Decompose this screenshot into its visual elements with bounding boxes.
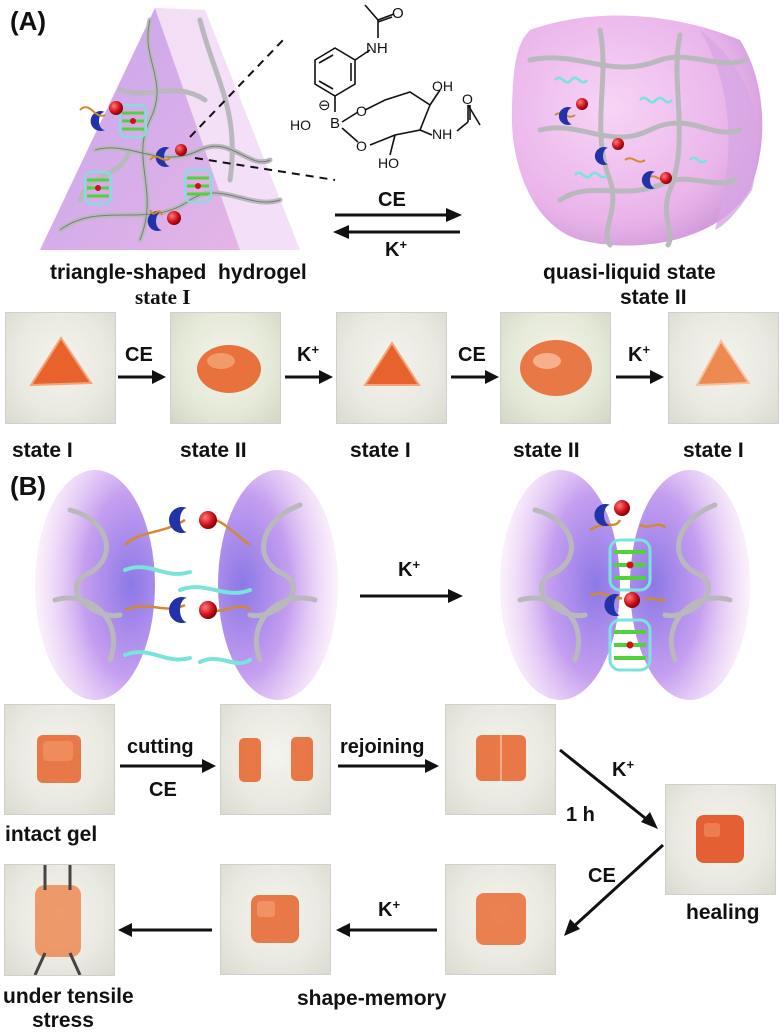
state-caption-5: state I [683,439,744,462]
photo-state-1c [668,312,779,424]
photo-arrow-4-text: K [628,344,643,366]
state-caption-2: state II [180,439,247,462]
left-caption-line1: triangle-shaped hydrogel [50,261,307,284]
chem-ring-o1: O [356,103,367,119]
chem-boron-charge: ⊖ [318,97,331,114]
chem-ring-o2: O [356,138,367,154]
panel-b-letter: (B) [10,471,47,501]
chem-boron: B [330,115,341,132]
shape-memory-caption: shape-memory [297,987,447,1010]
rejoining-label: rejoining [340,736,425,758]
time-label: 1 h [566,804,595,826]
chem-nh-right: NH [432,126,453,142]
photo-state-1a [5,312,116,424]
healing-caption: healing [686,901,760,924]
k-healing-label: K+ [612,756,635,781]
cutting-label: cutting [127,736,194,758]
photo-rejoined-gel [445,704,556,815]
panel-a-letter: (A) [10,6,47,36]
photo-state-1b [336,312,447,424]
photo-intact-gel [4,704,115,815]
photo-state-2a [170,312,281,424]
k-shape-memory-charge: + [392,896,401,912]
panel-b-reagent-text: K [398,559,413,581]
ce-shape-label: CE [588,865,616,887]
chem-ho-left: HO [290,117,311,133]
photo-state-2b [500,312,611,424]
panel-b-reagent-charge: + [412,556,421,572]
intact-gel-caption: intact gel [5,823,98,846]
photo-shape-memory-gel [220,864,331,975]
state-caption-4: state II [513,439,580,462]
state-caption-3: state I [350,439,411,462]
chem-oh-bottom: HO [378,155,399,171]
chem-carbonyl-o2: O [462,91,473,107]
reverse-reagent-label: K+ [385,236,408,261]
chem-nh-top: NH [366,40,388,57]
photo-arrow-2-charge: + [311,341,320,357]
chem-oh-top: OH [432,78,453,94]
photo-ce-gel [445,864,556,975]
forward-reagent-label: CE [378,189,406,211]
state-caption-1: state I [12,439,73,462]
tensile-caption-line2: stress [32,1009,94,1032]
k-healing-text: K [612,759,627,781]
photo-healed-gel [665,784,776,895]
reverse-reagent-text: K [385,239,400,261]
cutting-reagent-label: CE [149,779,177,801]
tensile-caption-line1: under tensile [3,985,134,1008]
photo-arrow-2-text: K [297,344,312,366]
photo-cut-gel [220,704,331,815]
k-healing-charge: + [626,756,635,772]
photo-tensile-gel [4,864,115,976]
right-caption-line2: state II [620,286,687,309]
k-shape-memory-label: K+ [378,896,401,921]
k-shape-memory-text: K [378,899,393,921]
left-caption-line2: state I [135,287,190,308]
photo-arrow-2-label: K+ [297,341,320,366]
panel-b-reagent-label: K+ [398,556,421,581]
photo-arrow-4-label: K+ [628,341,651,366]
chem-carbonyl-o: O [392,5,404,22]
right-caption-line1: quasi-liquid state [543,261,716,284]
photo-arrow-3-label: CE [458,344,486,366]
reverse-reagent-charge: + [399,236,408,252]
photo-arrow-4-charge: + [642,341,651,357]
photo-arrow-1-label: CE [125,344,153,366]
left-caption-state: state I [135,285,191,309]
